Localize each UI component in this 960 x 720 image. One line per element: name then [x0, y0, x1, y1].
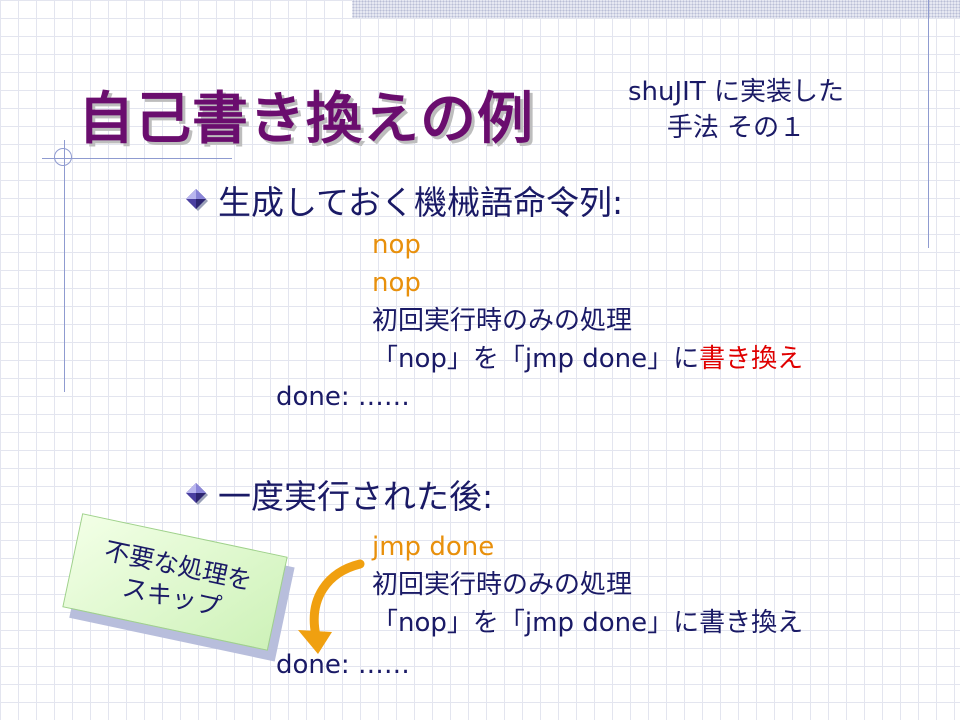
rewrite-text: 「nop」を「jmp done」に	[372, 344, 700, 374]
code-line-first-exec: 初回実行時のみの処理	[372, 306, 633, 336]
code-line-done: done: ……	[276, 382, 410, 412]
code-line-nop-1: nop	[372, 230, 421, 260]
top-decorative-band	[352, 0, 960, 18]
curved-arrow-icon	[298, 559, 365, 654]
subtitle-line-2: 手法 その１	[666, 113, 806, 143]
slide-subtitle: shuJIT に実装した 手法 その１	[588, 74, 884, 146]
rewrite-highlight: 書き換え	[699, 344, 804, 374]
code-line-first-exec-2: 初回実行時のみの処理	[372, 570, 633, 600]
code-line-nop-2: nop	[372, 268, 421, 298]
skip-callout-note: 不要な処理を スキップ	[62, 513, 295, 662]
code-line-rewrite-2: 「nop」を「jmp done」に書き換え	[372, 608, 804, 638]
rule-circle-mark	[54, 148, 72, 166]
diamond-bullet-icon	[180, 478, 212, 510]
code-line-done-2: done: ……	[276, 650, 410, 680]
left-rule-line	[64, 140, 65, 392]
diamond-bullet-icon	[180, 184, 212, 216]
note-body: 不要な処理を スキップ	[62, 513, 288, 651]
code-line-rewrite: 「nop」を「jmp done」に書き換え	[372, 342, 803, 376]
subtitle-line-1: shuJIT に実装した	[628, 77, 844, 107]
code-line-jmp-done: jmp done	[372, 532, 495, 562]
section-1-heading: 生成しておく機械語命令列:	[180, 176, 623, 224]
section-2-heading-text: 一度実行された後:	[218, 477, 494, 516]
right-rule-line	[928, 0, 929, 248]
slide-title: 自己書き換えの例	[78, 87, 534, 152]
section-2-heading: 一度実行された後:	[180, 470, 493, 518]
title-rule-line	[42, 158, 232, 159]
section-1-heading-text: 生成しておく機械語命令列:	[218, 183, 624, 222]
